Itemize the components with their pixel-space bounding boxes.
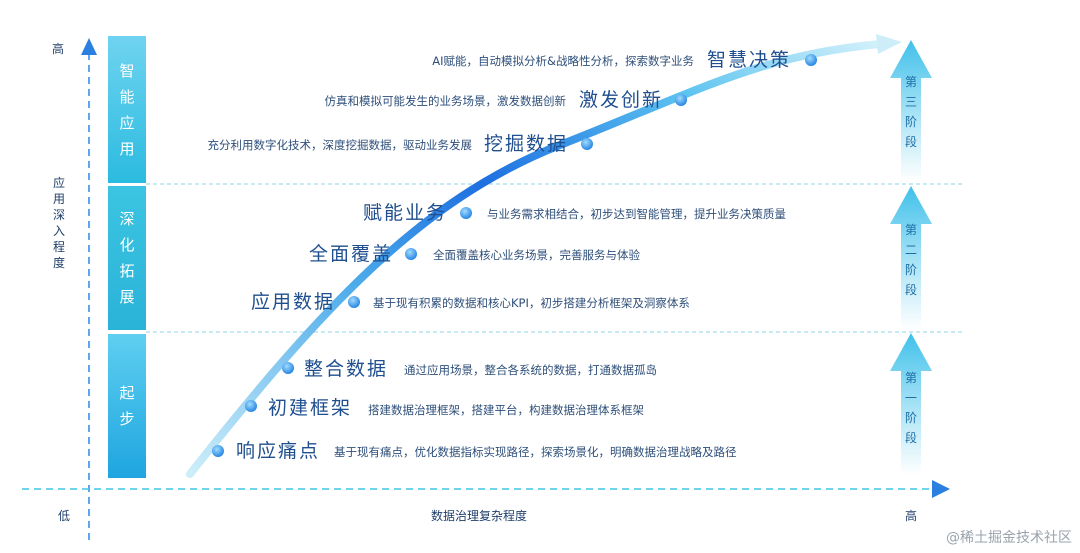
x-axis-high-label: 高	[905, 509, 918, 523]
stage-text: 智能应用	[119, 61, 135, 158]
phase-label-2: 第二阶段	[904, 223, 917, 297]
step-title: 赋能业务	[363, 202, 448, 224]
step-title: 应用数据	[251, 291, 336, 313]
step-desc: 基于现有痛点，优化数据指标实现路径，探索场景化，明确数据治理战略及路径	[334, 445, 737, 459]
y-axis-title: 应用深入程度	[52, 176, 65, 270]
watermark: @稀土掘金技术社区	[946, 530, 1072, 546]
stage-label-start: 起步	[108, 334, 146, 478]
x-axis-low-label: 低	[58, 509, 71, 523]
step-dot	[581, 138, 593, 150]
y-axis-high-label: 高	[52, 42, 65, 56]
step-dot	[460, 207, 472, 219]
step-title: 初建框架	[268, 397, 353, 419]
phase-label-1: 第一阶段	[904, 371, 917, 445]
step-dot	[212, 445, 224, 457]
phase-arrow-1	[890, 333, 932, 475]
stage-box-start	[108, 334, 146, 478]
stage-text: 深化拓展	[119, 210, 135, 306]
stage-label-smart: 智能应用	[108, 36, 146, 183]
stage-box-deepen	[108, 186, 146, 330]
step-title: 挖掘数据	[484, 133, 569, 155]
step-dot	[805, 54, 817, 66]
phase-arrow-2	[890, 186, 932, 330]
step-title: 全面覆盖	[309, 243, 394, 265]
step-dot	[675, 94, 687, 106]
x-axis-arrowhead	[932, 480, 950, 498]
step-dot	[282, 362, 294, 374]
step-desc: 充分利用数字化技术，深度挖掘数据，驱动业务发展	[207, 138, 473, 152]
step-desc: 通过应用场景，整合各系统的数据，打通数据孤岛	[404, 363, 657, 377]
x-axis-title: 数据治理复杂程度	[431, 509, 528, 523]
step-desc: 仿真和模拟可能发生的业务场景，激发数据创新	[324, 94, 567, 108]
stage-text: 起步	[119, 384, 135, 428]
phase-label-3: 第三阶段	[904, 75, 917, 149]
step-title: 整合数据	[304, 358, 389, 380]
stage-label-deepen: 深化拓展	[108, 186, 146, 330]
phase-arrow-3	[890, 40, 932, 182]
stage-box-smart	[108, 36, 146, 183]
step-dot	[348, 296, 360, 308]
step-dot	[245, 400, 257, 412]
step-desc: 搭建数据治理框架，搭建平台，构建数据治理体系框架	[368, 403, 644, 417]
step-title: 智慧决策	[707, 49, 792, 71]
curve-arrowhead	[876, 34, 902, 54]
step-desc: 与业务需求相结合，初步达到智能管理，提升业务决策质量	[487, 207, 786, 221]
step-title: 响应痛点	[236, 440, 321, 462]
step-title: 激发创新	[579, 89, 664, 111]
growth-curve	[186, 40, 884, 478]
step-desc: AI赋能，自动模拟分析&战略性分析，探索数字业务	[432, 54, 694, 68]
y-axis-arrowhead	[81, 38, 97, 55]
step-desc: 全面覆盖核心业务场景，完善服务与体验	[433, 248, 640, 262]
step-dot	[405, 248, 417, 260]
step-desc: 基于现有积累的数据和核心KPI，初步搭建分析框架及洞察体系	[373, 296, 690, 310]
